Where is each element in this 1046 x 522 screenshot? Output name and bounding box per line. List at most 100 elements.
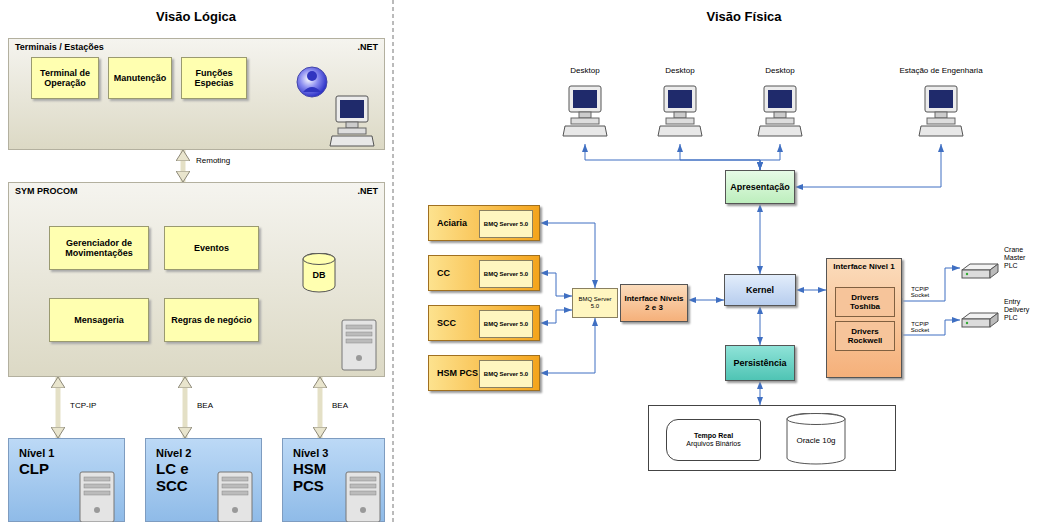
plc-icon [962, 313, 998, 327]
node-text: Desktop [765, 66, 794, 75]
connector [540, 310, 572, 323]
node-text: Desktop [570, 66, 599, 75]
workstation: Desktop [655, 66, 705, 144]
driver-box: Drivers Toshiba [835, 287, 895, 317]
edge-label: TCPIP Socket [907, 321, 933, 333]
system-box: BMQ Server 5.0 HSM PCS [428, 355, 540, 391]
node-text: BMQ Server 5.0 [484, 321, 528, 328]
plc-device: Crane Master PLC [960, 244, 1042, 292]
database-cylinder: Oracle 10g [786, 413, 846, 465]
component-box: Manutenção [108, 57, 172, 99]
node-text: Mensageria [74, 315, 124, 325]
component-box: Mensageria [49, 298, 149, 342]
workstation: Estação de Engenharia [893, 66, 989, 144]
component-box: Regras de negócio [164, 298, 259, 342]
panel-box: Terminal de Operação Manutenção Funções Es… [8, 38, 385, 150]
connector [760, 381, 761, 405]
node-text: Persistência [733, 358, 786, 368]
node-text: Apresentação [730, 182, 790, 192]
computer-icon [330, 96, 374, 146]
queue-server: BMQ Server 5.0 [479, 360, 533, 388]
node-text: BMQ Server 5.0 [576, 296, 614, 310]
workstation: Desktop [755, 66, 805, 144]
connector [795, 144, 941, 187]
node-text: Desktop [665, 66, 694, 75]
view-divider [393, 0, 394, 522]
edge-label: BEA [197, 401, 213, 410]
edge-label: TCPIP Socket [907, 286, 933, 298]
node-text: Terminal de Operação [35, 68, 95, 89]
node-text: DB [313, 270, 326, 280]
user-icon [297, 67, 327, 97]
connector [585, 144, 760, 170]
connector [183, 377, 188, 438]
connector [318, 377, 323, 438]
node-text: Interface Nível 1 [833, 262, 894, 271]
queue-server: BMQ Server 5.0 [479, 260, 533, 288]
level-box: Nível 3HSM PCS [282, 438, 385, 522]
node-text: BMQ Server 5.0 [484, 371, 528, 378]
desktop-icon [919, 86, 963, 136]
node-text: Manutenção [114, 73, 167, 83]
node-text: CC [437, 268, 450, 278]
node-text: CLP [19, 460, 49, 477]
panel-box: Gerenciador de Movimentações EventosMensa… [8, 182, 385, 377]
connector [760, 144, 780, 170]
desktop-icon [758, 86, 802, 136]
storage-group: Tempo RealArquivos BináriosOracle 10g [648, 405, 896, 471]
connector [796, 290, 826, 291]
connector [680, 144, 760, 170]
process-box: Apresentação [725, 170, 795, 204]
desktop-icon [563, 86, 607, 136]
workstation: Desktop [560, 66, 610, 144]
node-text: HSM PCS [437, 368, 478, 378]
edge-label: Remoting [196, 156, 230, 165]
server-icon [342, 320, 376, 370]
node-text: Oracle 10g [796, 436, 835, 445]
node-text: Drivers Toshiba [836, 293, 894, 311]
connector [895, 320, 960, 335]
node-text: Nível 3 [293, 447, 328, 460]
server-icon [80, 472, 114, 522]
component-box: Funções Especias [181, 57, 247, 99]
connector [181, 150, 186, 182]
plc-icon [962, 264, 998, 278]
view-title: Visão Física [707, 9, 782, 24]
connector [540, 273, 572, 296]
node-text: Drivers Rockwell [836, 327, 894, 345]
connector [760, 204, 761, 274]
connector [56, 377, 61, 438]
connector [540, 318, 595, 373]
node-text: Estação de Engenharia [899, 66, 982, 75]
node-text: BMQ Server 5.0 [484, 271, 528, 278]
node-text: Interface Níveis 2 e 3 [623, 294, 685, 312]
component-box: Gerenciador de Movimentações [49, 226, 149, 270]
system-box: BMQ Server 5.0 SCC [428, 305, 540, 341]
view-title: Visão Lógica [156, 9, 236, 24]
node-text: Kernel [746, 285, 774, 295]
component-box: Eventos [164, 226, 259, 270]
process-box: Persistência [725, 345, 795, 381]
node-text: Entry Delivery PLC [1004, 298, 1040, 322]
platform-tag: .NET [357, 186, 378, 196]
edge-label: BEA [332, 401, 348, 410]
queue-server: BMQ Server 5.0 [479, 310, 533, 338]
node-text: Nível 1 [19, 447, 54, 460]
server-icon [218, 472, 252, 522]
component-box: Terminal de Operação [31, 57, 99, 99]
process-box: Kernel [724, 274, 796, 306]
connector [895, 268, 960, 301]
desktop-icon [658, 86, 702, 136]
database-cylinder: DB [302, 253, 336, 293]
node-text: Arquivos Binários [686, 440, 740, 448]
system-box: BMQ Server 5.0Aciaria [428, 205, 540, 241]
node-text: BMQ Server 5.0 [484, 221, 528, 228]
node-text: SYM PROCOM [15, 186, 78, 196]
level-box: Nível 2LC e SCC [145, 438, 262, 522]
node-text: Eventos [194, 243, 229, 253]
level-box: Nível 1CLP [8, 438, 125, 522]
node-text: Nível 2 [156, 447, 191, 460]
edge-label: TCP-IP [70, 401, 96, 410]
server-icon [346, 472, 380, 522]
node-text: SCC [437, 318, 456, 328]
